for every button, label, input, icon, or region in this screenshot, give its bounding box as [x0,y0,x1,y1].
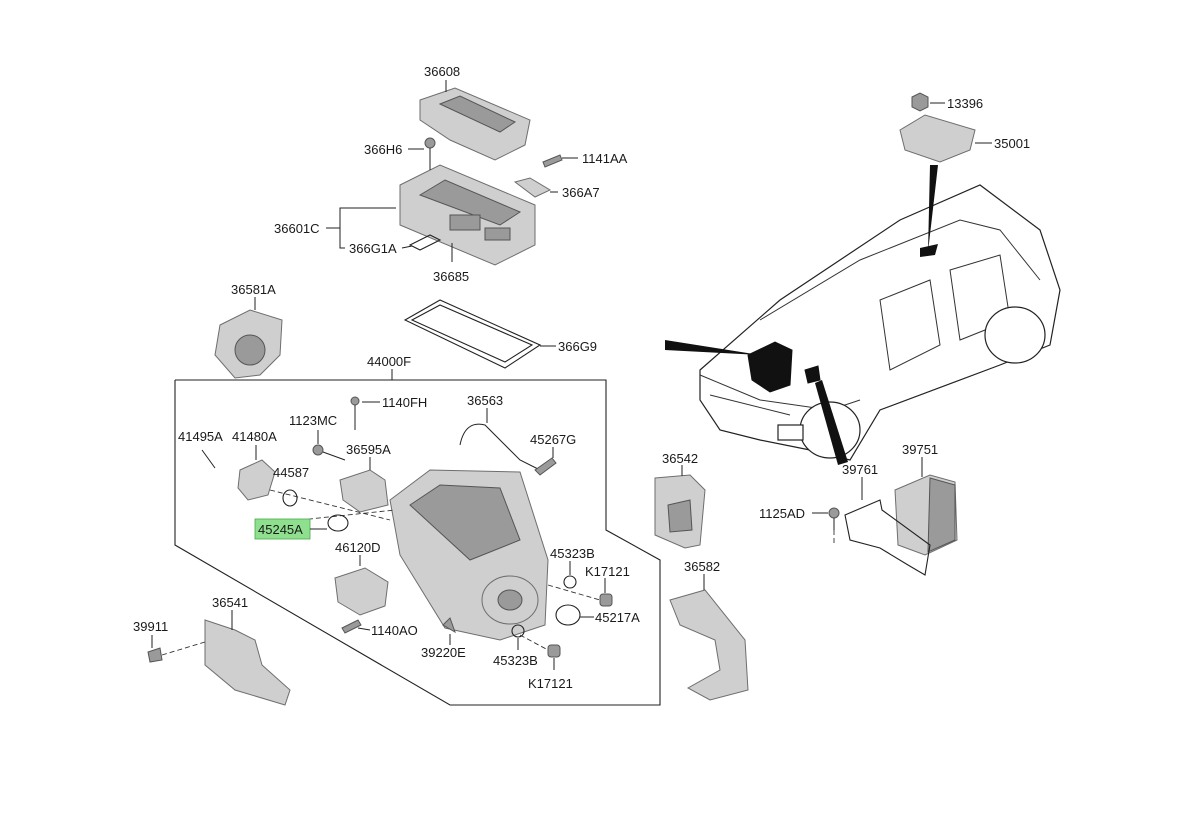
label-36542[interactable]: 36542 [662,451,698,466]
bolt-1123MC[interactable] [312,444,346,461]
bolt-1140FH[interactable] [350,396,360,430]
seal-45245A[interactable] [327,514,349,532]
label-44587[interactable]: 44587 [273,465,309,480]
label-45245A[interactable]: 45245A [258,522,303,537]
sensor-41495A[interactable] [201,449,216,469]
label-1140AO[interactable]: 1140AO [371,623,418,638]
module-35001[interactable] [899,114,976,163]
bracket-39761[interactable] [844,499,931,576]
label-366G1A[interactable]: 366G1A [349,241,397,256]
label-366A7[interactable]: 366A7 [562,185,600,200]
label-36685[interactable]: 36685 [433,269,469,284]
label-1125AD[interactable]: 1125AD [759,506,805,521]
label-36608[interactable]: 36608 [424,64,460,79]
plug-K17121-bottom[interactable] [547,644,561,658]
motor-housing[interactable] [389,469,549,641]
label-45323B-bottom[interactable]: 45323B [493,653,538,668]
oring-44587[interactable] [282,489,298,507]
connector-366A7[interactable] [513,177,552,198]
shield-36542[interactable] [654,474,706,549]
label-366H6[interactable]: 366H6 [364,142,402,157]
oil-pump-46120D[interactable] [334,567,389,616]
label-36582[interactable]: 36582 [684,559,720,574]
bolt-366H6[interactable] [424,137,436,170]
gasket-366G1A[interactable] [408,234,442,251]
label-K17121-top[interactable]: K17121 [585,564,630,579]
inverter-cover-36608[interactable] [419,87,531,161]
label-39751[interactable]: 39751 [902,442,938,457]
cover-36541[interactable] [204,619,291,706]
label-13396[interactable]: 13396 [947,96,983,111]
bolt-1141AA[interactable] [542,154,563,168]
pump-36595A[interactable] [339,469,389,513]
label-36595A[interactable]: 36595A [346,442,391,457]
callout-wedge-top [928,165,938,252]
label-36601C[interactable]: 36601C [274,221,320,236]
vehicle-motor-location [747,341,793,393]
label-K17121-bottom[interactable]: K17121 [528,676,573,691]
washer-45323B-bottom[interactable] [511,624,525,638]
bolt-1140AO[interactable] [341,619,362,634]
clip-39911[interactable] [147,647,163,663]
plug-K17121-top[interactable] [599,593,613,607]
label-41480A[interactable]: 41480A [232,429,277,444]
label-36581A[interactable]: 36581A [231,282,276,297]
callout-wedge-left [665,340,760,355]
label-1140FH[interactable]: 1140FH [382,395,427,410]
label-39761[interactable]: 39761 [842,462,878,477]
shield-36582[interactable] [669,589,749,701]
label-366G9[interactable]: 366G9 [558,339,597,354]
label-35001[interactable]: 35001 [994,136,1030,151]
bracket-36581A[interactable] [214,309,283,379]
inverter-body-36601C[interactable] [399,164,536,266]
actuator-41480A[interactable] [237,459,276,501]
label-41495A[interactable]: 41495A [178,429,223,444]
nut-13396[interactable] [911,92,929,112]
label-44000F[interactable]: 44000F [367,354,411,369]
label-45323B-top[interactable]: 45323B [550,546,595,561]
label-45217A[interactable]: 45217A [595,610,640,625]
label-36563[interactable]: 36563 [467,393,503,408]
gasket-366G9[interactable] [403,299,542,369]
pipe-36563[interactable] [459,423,541,471]
label-36541[interactable]: 36541 [212,595,248,610]
label-39911[interactable]: 39911 [133,619,168,634]
washer-45323B-top[interactable] [563,575,577,589]
callout-wedge-right [815,380,848,465]
vehicle-illustration [665,165,1061,465]
bolt-1125AD[interactable] [828,507,840,545]
label-45267G[interactable]: 45267G [530,432,576,447]
assembly-boundary-44000F [174,379,661,706]
label-39220E[interactable]: 39220E [421,645,466,660]
label-46120D[interactable]: 46120D [335,540,381,555]
seal-45217A[interactable] [555,604,581,626]
bolt-45267G[interactable] [534,457,557,476]
label-1123MC[interactable]: 1123MC [289,413,337,428]
label-1141AA[interactable]: 1141AA [582,151,628,166]
ecu-39751[interactable] [894,474,958,556]
clip-39220E[interactable] [442,617,456,634]
